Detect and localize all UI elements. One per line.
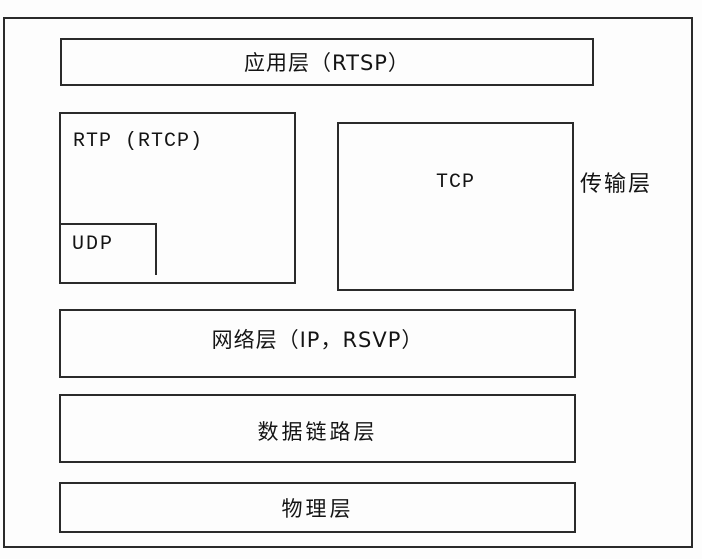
physical-layer-box: 物理层	[59, 482, 576, 533]
tcp-label: TCP	[435, 171, 475, 194]
tcp-box: TCP	[337, 122, 574, 291]
datalink-layer-box: 数据链路层	[59, 394, 576, 463]
diagram-outer-border	[3, 17, 693, 548]
transport-layer-side-label: 传输层	[580, 172, 653, 197]
rtp-rtcp-label: RTP (RTCP)	[73, 130, 204, 153]
physical-layer-label: 物理层	[281, 496, 354, 521]
application-layer-label: 应用层（RTSP）	[244, 51, 410, 75]
udp-label: UDP	[72, 233, 115, 256]
network-layer-box: 网络层（IP，RSVP）	[59, 309, 576, 378]
rtp-rtcp-box: RTP (RTCP)	[59, 112, 296, 284]
datalink-layer-label: 数据链路层	[257, 420, 378, 444]
network-layer-label: 网络层（IP，RSVP）	[211, 328, 424, 352]
application-layer-box: 应用层（RTSP）	[60, 38, 594, 86]
udp-box: UDP	[60, 223, 157, 275]
